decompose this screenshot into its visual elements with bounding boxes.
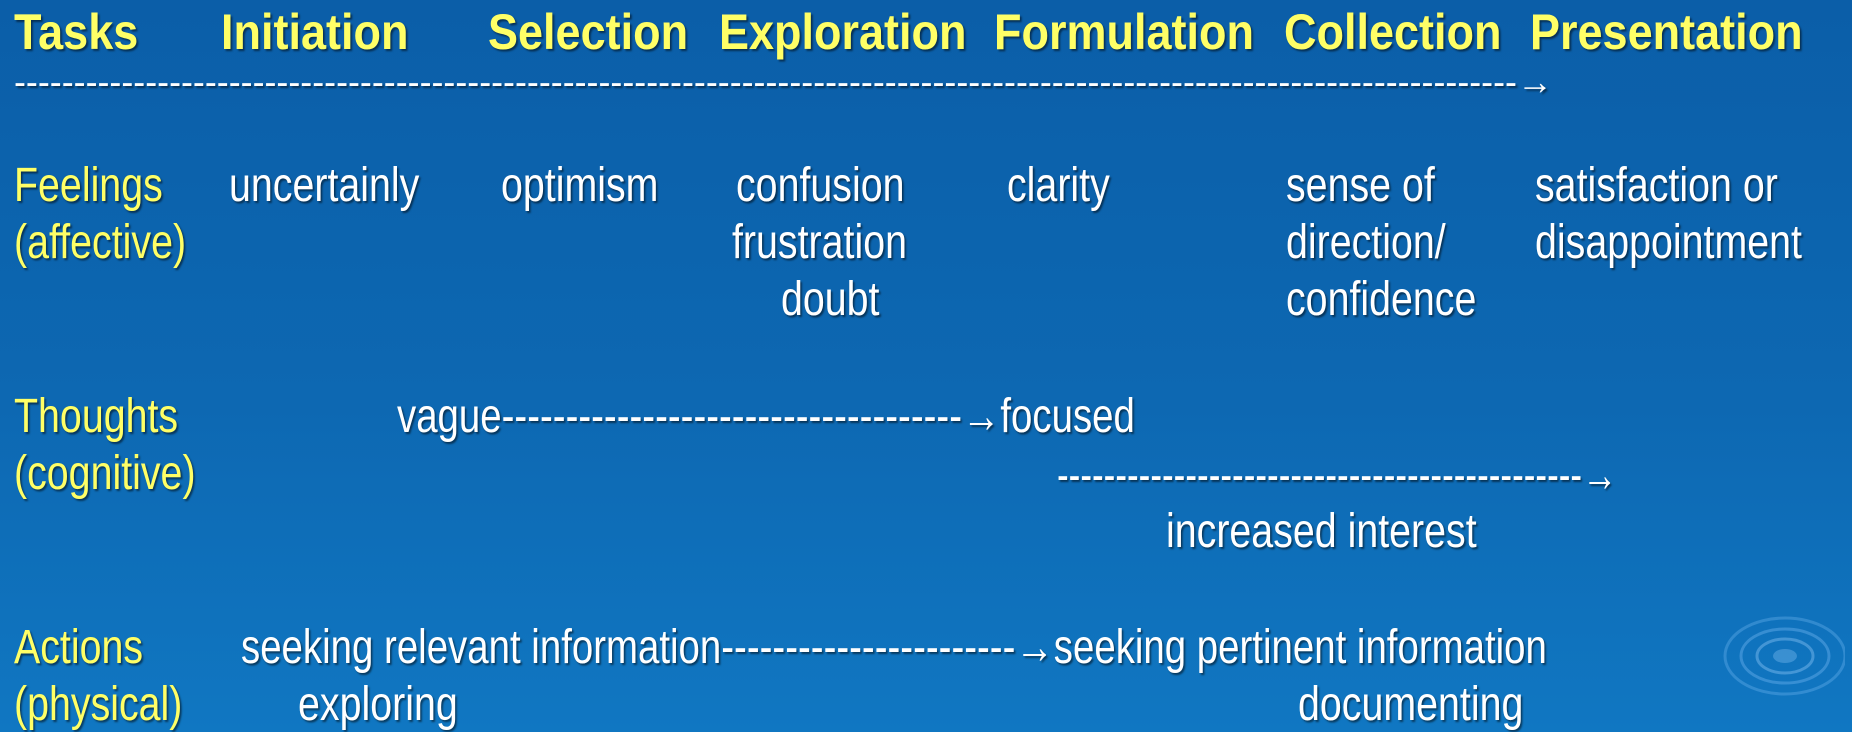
tasks-label: Tasks [14, 4, 139, 60]
thoughts-increased-interest: increased interest [1166, 505, 1477, 558]
feeling-uncertainly: uncertainly [229, 159, 420, 212]
feeling-sense-of: sense of [1286, 159, 1435, 212]
thoughts-sublabel: (cognitive) [14, 447, 196, 500]
feelings-sublabel: (affective) [14, 216, 187, 269]
feeling-disappointment: disappointment [1535, 216, 1802, 269]
tasks-arrow: ----------------------------------------… [14, 61, 1553, 102]
thoughts-label: Thoughts [14, 390, 179, 443]
water-ripple-icon [1723, 616, 1845, 696]
feeling-doubt: doubt [781, 273, 880, 326]
actions-label: Actions [14, 621, 144, 674]
feeling-confidence: confidence [1286, 273, 1477, 326]
stage-exploration: Exploration [719, 4, 967, 60]
stage-initiation: Initiation [221, 4, 409, 60]
actions-documenting: documenting [1298, 678, 1524, 731]
actions-exploring: exploring [298, 678, 458, 731]
actions-seeking-line: seeking relevant information------------… [241, 621, 1547, 674]
stage-presentation: Presentation [1530, 4, 1803, 60]
thoughts-vague-to-focused: vague-----------------------------------… [397, 390, 1135, 443]
actions-sublabel: (physical) [14, 678, 183, 731]
thoughts-arrow: ----------------------------------------… [1057, 449, 1618, 502]
stage-selection: Selection [488, 4, 689, 60]
stage-formulation: Formulation [994, 4, 1254, 60]
feeling-satisfaction: satisfaction or [1535, 159, 1778, 212]
stage-collection: Collection [1284, 4, 1502, 60]
feeling-clarity: clarity [1007, 159, 1110, 212]
feelings-label: Feelings [14, 159, 163, 212]
feeling-confusion: confusion [736, 159, 905, 212]
feeling-direction: direction/ [1286, 216, 1446, 269]
feeling-optimism: optimism [501, 159, 659, 212]
feeling-frustration: frustration [732, 216, 908, 269]
